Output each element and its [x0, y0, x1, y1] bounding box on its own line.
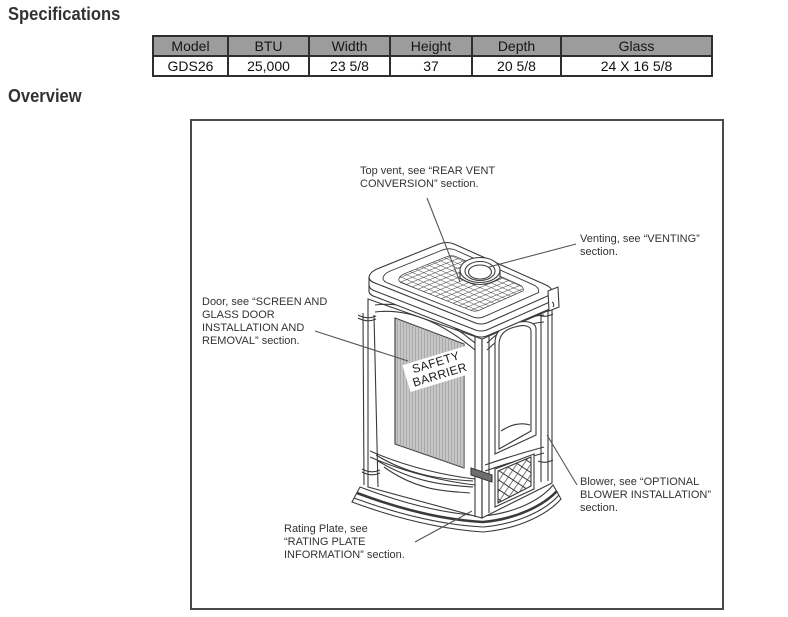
overview-heading: Overview	[8, 86, 82, 106]
cell-height: 37	[389, 55, 473, 77]
top-vent-leader	[426, 197, 461, 283]
venting-leader	[488, 243, 577, 268]
door-leader	[314, 330, 409, 362]
callout-venting: Venting, see “VENTING” section.	[580, 233, 700, 258]
overview-diagram-box: SAFETY BARRIER Top vent, see “REAR VENT …	[190, 119, 724, 610]
col-depth: Depth	[471, 35, 562, 57]
stove-body	[351, 298, 562, 533]
col-model: Model	[152, 35, 229, 57]
leader-lines	[314, 197, 578, 543]
rating-plate-leader	[414, 510, 473, 543]
rear-vent-tab	[547, 286, 560, 312]
callout-blower: Blower, see “OPTIONAL BLOWER INSTALLATIO…	[580, 476, 712, 514]
callout-rating-plate: Rating Plate, see “RATING PLATE INFORMAT…	[284, 523, 405, 561]
stove-top	[368, 241, 560, 338]
cell-width: 23 5/8	[308, 55, 391, 77]
callout-door: Door, see “SCREEN AND GLASS DOOR INSTALL…	[202, 296, 328, 347]
col-height: Height	[389, 35, 473, 57]
callout-top-vent: Top vent, see “REAR VENT CONVERSION” sec…	[360, 165, 496, 190]
cell-depth: 20 5/8	[471, 55, 562, 77]
cell-btu: 25,000	[227, 55, 310, 77]
spec-table-header-row: Model BTU Width Height Depth Glass	[152, 35, 713, 57]
spec-table: Model BTU Width Height Depth Glass GDS26…	[152, 35, 713, 77]
spec-table-data-row: GDS26 25,000 23 5/8 37 20 5/8 24 X 16 5/…	[152, 55, 713, 77]
col-glass: Glass	[560, 35, 713, 57]
cell-glass: 24 X 16 5/8	[560, 55, 713, 77]
cell-model: GDS26	[152, 55, 229, 77]
specifications-heading: Specifications	[8, 4, 121, 24]
blower-leader	[546, 434, 578, 486]
col-btu: BTU	[227, 35, 310, 57]
col-width: Width	[308, 35, 391, 57]
